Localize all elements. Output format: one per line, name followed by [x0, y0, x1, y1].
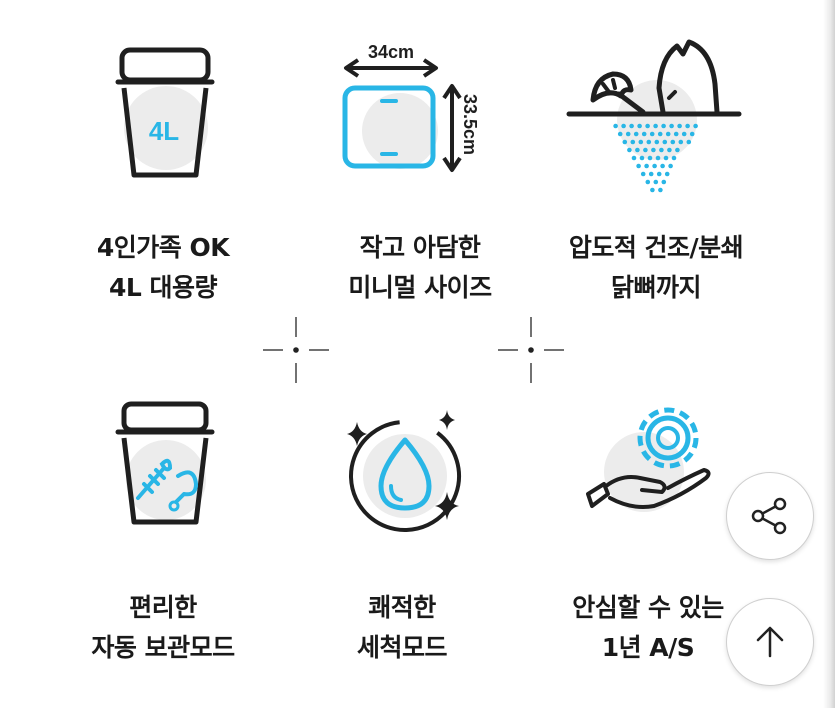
caption-line-1: 안심할 수 있는 [572, 593, 724, 622]
bin-capacity-label: 4L [149, 116, 179, 146]
crosshair-decoration-left [261, 315, 331, 385]
feature-caption-size: 작고 아담한 미니멀 사이즈 [305, 228, 535, 308]
caption-line-1: 4인가족 OK [96, 233, 230, 262]
caption-line-2: 4L 대용량 [108, 273, 218, 302]
drying-grinding-icon [565, 28, 745, 198]
feature-caption-capacity: 4인가족 OK 4L 대용량 [48, 228, 278, 308]
storage-bin-icon [104, 398, 224, 528]
caption-line-2: 미니멀 사이즈 [348, 273, 492, 302]
size-dimension-icon: 34cm 33.5cm [330, 36, 490, 186]
bin-4l-icon: 4L [104, 40, 224, 180]
feature-caption-drying: 압도적 건조/분쇄 닭뼈까지 [541, 228, 771, 308]
crosshair-decoration-right [496, 315, 566, 385]
height-label: 33.5cm [460, 94, 480, 155]
arrow-up-icon [756, 626, 784, 658]
caption-line-2: 닭뼈까지 [610, 273, 702, 302]
feature-caption-warranty: 안심할 수 있는 1년 A/S [533, 588, 763, 668]
scroll-top-button[interactable] [726, 598, 814, 686]
feature-caption-wash: 쾌적한 세척모드 [287, 588, 517, 668]
feature-caption-storage: 편리한 자동 보관모드 [48, 588, 278, 668]
page-edge-shadow [823, 0, 835, 708]
caption-line-1: 압도적 건조/분쇄 [568, 233, 744, 262]
share-button[interactable] [726, 472, 814, 560]
caption-line-2: 1년 A/S [601, 633, 695, 662]
width-label: 34cm [368, 42, 414, 62]
caption-line-2: 세척모드 [356, 633, 448, 662]
caption-line-2: 자동 보관모드 [91, 633, 235, 662]
caption-line-1: 편리한 [129, 593, 197, 622]
caption-line-1: 작고 아담한 [359, 233, 481, 262]
caption-line-1: 쾌적한 [368, 593, 436, 622]
share-icon [751, 497, 787, 535]
water-drop-sparkle-icon [335, 402, 475, 532]
hand-gear-icon [582, 394, 722, 534]
